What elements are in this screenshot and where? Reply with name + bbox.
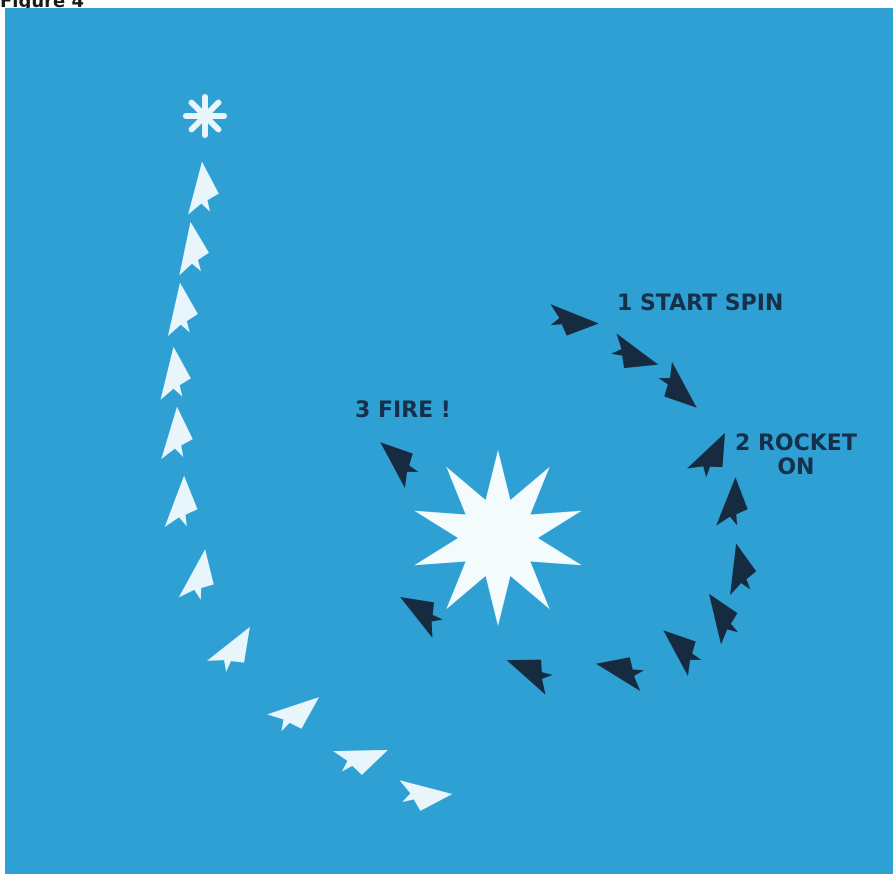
dark-ship-icon — [687, 425, 738, 483]
light-ship-icon — [333, 735, 393, 781]
light-ship-icon — [399, 778, 453, 811]
dark-ship-icon — [592, 649, 648, 691]
step-2-label: 2 ROCKET ON — [735, 432, 857, 480]
target-star-icon — [414, 450, 581, 626]
light-ship-icon — [267, 684, 328, 740]
step-1-label: 1 START SPIN — [617, 292, 783, 316]
dark-ship-icon — [653, 620, 710, 677]
light-ship-icon — [186, 161, 219, 215]
step-3-label: 3 FIRE ! — [355, 399, 451, 423]
dark-ship-icon — [716, 476, 750, 528]
light-ship-icon — [161, 407, 193, 460]
dark-ship-icon — [370, 432, 427, 489]
asterisk-icon — [186, 97, 224, 135]
step-2-label-line1: 2 ROCKET — [735, 432, 857, 456]
dark-ship-trail — [370, 304, 760, 695]
dark-ship-icon — [548, 304, 600, 338]
dark-ship-icon — [696, 586, 747, 644]
dark-ship-icon — [651, 362, 708, 419]
light-ship-trail — [158, 161, 453, 811]
dark-ship-icon — [391, 585, 449, 638]
light-ship-icon — [164, 282, 199, 337]
dark-ship-icon — [721, 541, 759, 595]
light-ship-icon — [179, 546, 221, 604]
dark-ship-icon — [500, 647, 558, 695]
diagram-panel: 1 START SPIN 2 ROCKET ON 3 FIRE ! — [5, 8, 893, 874]
dark-ship-icon — [606, 333, 663, 378]
light-ship-icon — [158, 346, 192, 400]
light-ship-icon — [207, 618, 263, 679]
step-2-label-line2: ON — [735, 456, 857, 480]
light-ship-icon — [165, 475, 200, 530]
light-ship-icon — [175, 220, 211, 275]
